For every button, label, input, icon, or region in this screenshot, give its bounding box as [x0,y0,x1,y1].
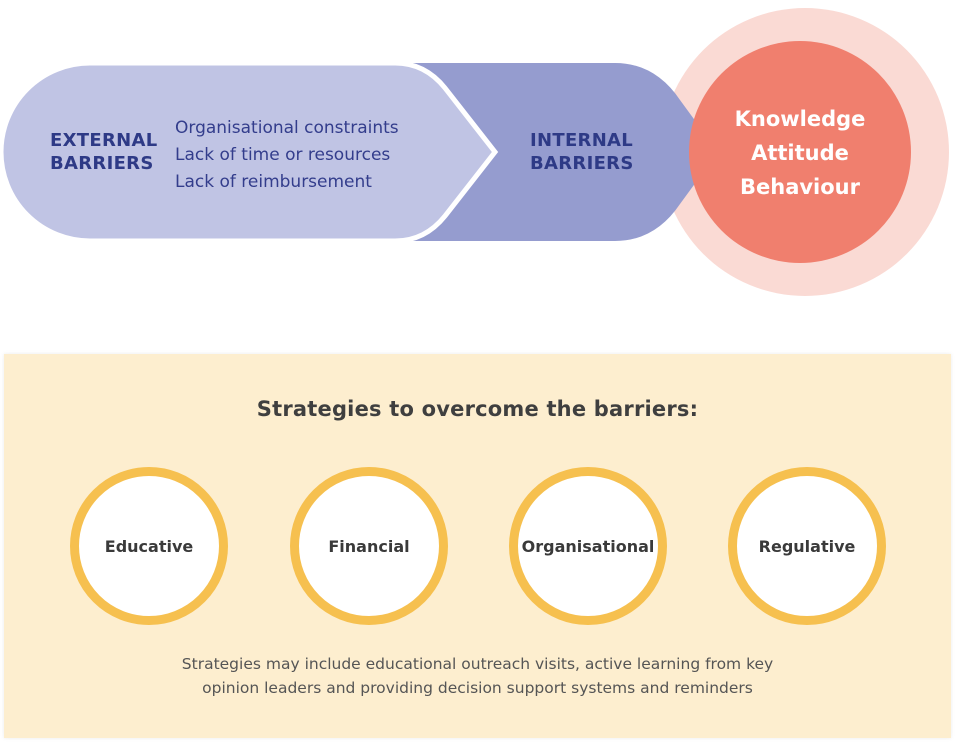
strategy-label: Educative [104,536,194,556]
note-line: opinion leaders and providing decision s… [202,679,753,697]
target-item-attitude: Attitude [751,141,849,165]
strategies-title: Strategies to overcome the barriers: [256,397,699,421]
external-barrier-item: Lack of time or resources [175,145,391,165]
external-title-line: BARRIERS [50,153,154,174]
target-labels: Knowledge Attitude Behaviour [690,102,910,204]
internal-title-line: INTERNAL [530,130,634,151]
external-barriers-shape [0,60,499,244]
external-barriers-title: EXTERNAL BARRIERS [50,129,157,175]
strategy-educative: Educative [70,467,228,625]
external-barrier-item: Organisational constraints [175,118,399,138]
strategy-organisational: Organisational [509,467,667,625]
external-barriers-list: Organisational constraints Lack of time … [175,115,399,196]
external-title-line: EXTERNAL [50,130,158,151]
strategy-regulative: Regulative [728,467,886,625]
target-item-knowledge: Knowledge [734,107,866,131]
strategies-panel: Strategies to overcome the barriers: Edu… [4,354,951,738]
note-line: Strategies may include educational outre… [181,655,774,673]
target-circle [689,41,911,263]
external-barrier-item: Lack of reimbursement [175,172,372,192]
strategy-label: Regulative [758,536,856,556]
strategy-label: Financial [328,536,410,556]
internal-title-line: BARRIERS [530,153,634,174]
strategy-label: Organisational [521,536,655,556]
barrier-flow-diagram [0,8,949,296]
target-item-behaviour: Behaviour [740,175,860,199]
strategies-note: Strategies may include educational outre… [4,652,951,700]
internal-barriers-title: INTERNAL BARRIERS [530,129,634,175]
strategy-financial: Financial [290,467,448,625]
